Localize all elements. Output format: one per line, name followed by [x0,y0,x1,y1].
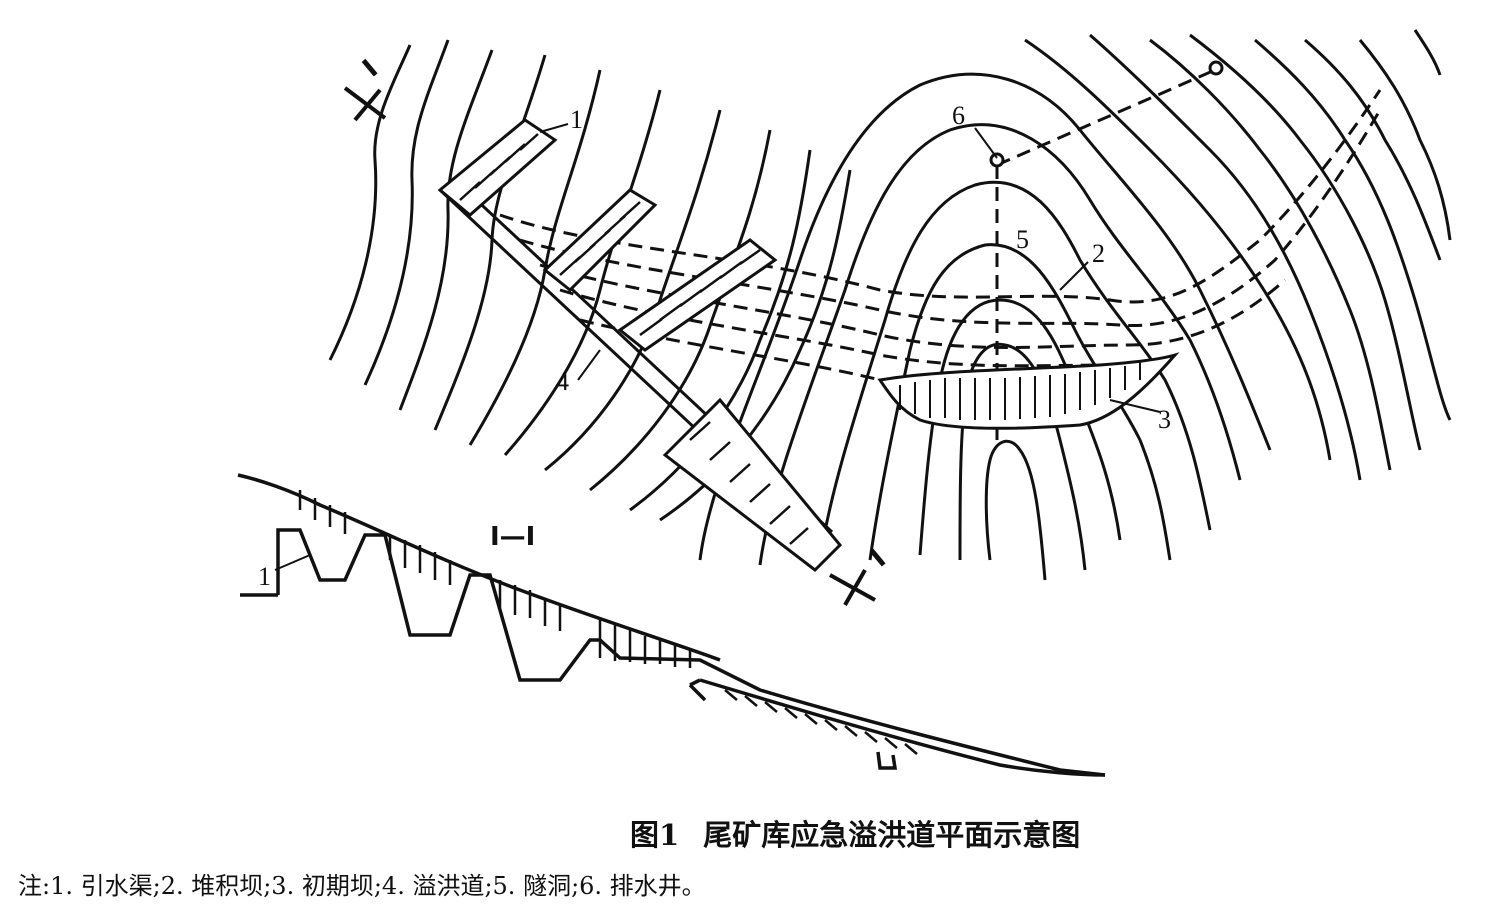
section-marker-top [343,86,387,122]
label-4: 4 [556,367,569,396]
section-title: I—I [490,522,535,552]
section-leader [274,554,311,571]
initial-dam [877,352,1180,430]
caption-number: 图1 [630,818,680,852]
label-3: 3 [1158,405,1171,434]
outlet-marker [1208,60,1224,76]
label-2: 2 [1092,239,1105,268]
drainage-well-marker [989,152,1005,168]
label-5: 5 [1016,225,1029,254]
label-6: 6 [952,101,965,130]
label-1: 1 [570,105,583,134]
channel-hatching [459,133,809,545]
cross-section-hatching [298,490,918,755]
figure-caption: 图1 尾矿库应急溢洪道平面示意图 [630,812,1080,854]
contour-lines-left [328,39,852,522]
section-label-1: 1 [258,562,271,591]
caption-title: 尾矿库应急溢洪道平面示意图 [703,818,1081,852]
cross-section [237,473,1106,777]
figure-note: 注:1. 引水渠;2. 堆积坝;3. 初期坝;4. 溢洪道;5. 隧洞;6. 排… [18,872,706,900]
section-marker-bottom [829,569,876,606]
leader-lines [539,123,1161,413]
section-label-top: I [357,54,384,83]
contour-lines-right [1024,29,1452,481]
